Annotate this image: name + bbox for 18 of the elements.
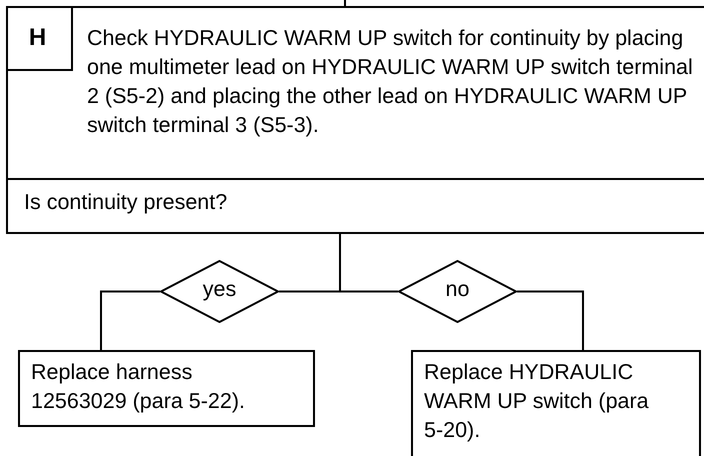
step-letter-box — [6, 6, 73, 71]
decision-diamond — [160, 260, 279, 323]
question-text: Is continuity present? — [24, 189, 228, 216]
step-letter: H — [28, 23, 48, 52]
instruction-text: Check HYDRAULIC WARM UP switch for continuity by placing one multimeter lead on HYDRAULIC WARM UP switch terminal 2 (S5‑2) and placing the other lead on HYDRAULIC WARM UP switch terminal 3 (S5‑3). — [87, 25, 694, 139]
connector-line — [339, 234, 398, 292]
connector-line — [517, 290, 584, 350]
decision-diamond — [398, 260, 517, 323]
action-box — [18, 350, 315, 427]
action-box — [411, 350, 701, 456]
action-text: Replace harness 12563029 (para 5‑22). — [31, 359, 246, 415]
step-box — [6, 6, 704, 180]
no-label: no — [444, 276, 470, 303]
action-text: Replace HYDRAULIC WARM UP switch (para 5‑20). — [424, 359, 650, 444]
yes-label: yes — [202, 276, 238, 303]
question-box — [6, 178, 704, 234]
connector-line — [344, 0, 346, 6]
connector-line — [100, 290, 160, 350]
